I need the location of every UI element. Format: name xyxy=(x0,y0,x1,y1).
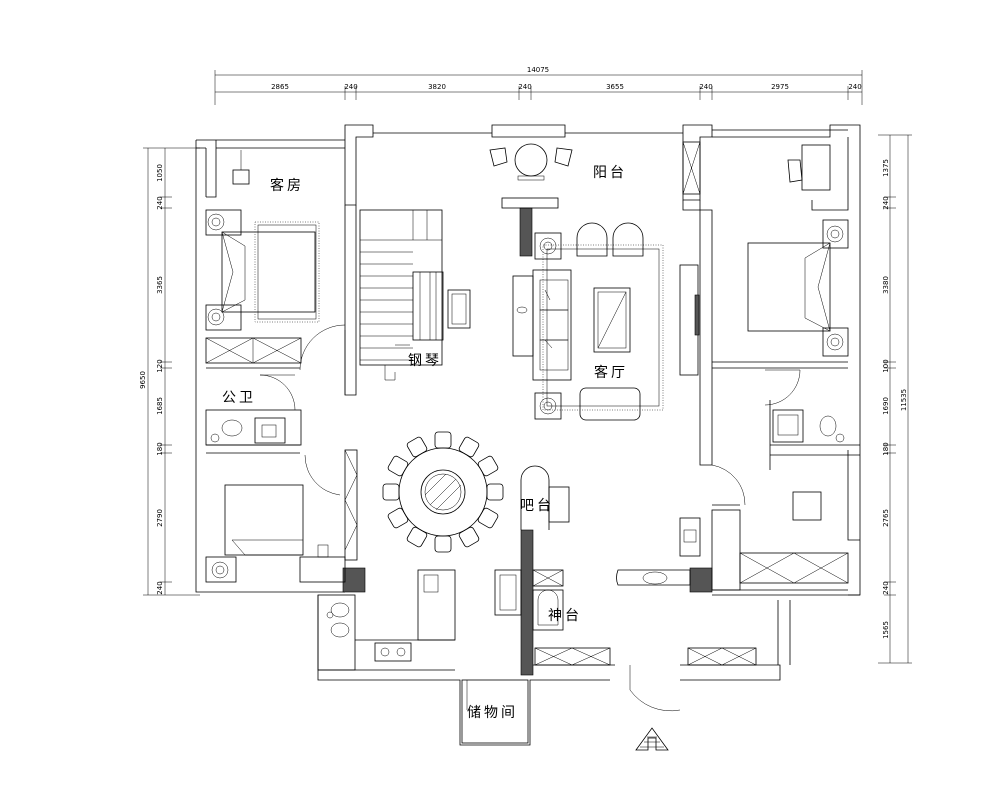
right-bedroom xyxy=(712,144,849,406)
dining-chairs xyxy=(382,431,504,553)
storage-label: 储物间 xyxy=(467,705,518,721)
right-dim-7: 2765 xyxy=(882,509,890,527)
storage xyxy=(461,679,529,744)
top-dim-4: 240 xyxy=(518,83,531,91)
right-dim-2: 240 xyxy=(882,196,890,209)
dining-chair xyxy=(486,483,504,501)
dining-chair xyxy=(458,436,480,458)
top-dim-8: 240 xyxy=(848,83,861,91)
right-dim-8: 240 xyxy=(882,581,890,594)
right-dim-6: 180 xyxy=(882,442,890,455)
top-dimensions: 14075 2865 240 3820 240 3655 240 2975 24… xyxy=(214,66,863,105)
bar-label: 吧台 xyxy=(520,498,554,514)
right-dim-3: 3380 xyxy=(882,276,890,294)
dining-chair xyxy=(434,535,452,553)
left-dim-2: 240 xyxy=(156,196,164,209)
top-dim-1: 2865 xyxy=(271,83,289,91)
left-dim-5: 1685 xyxy=(156,397,164,415)
right-dim-9: 1565 xyxy=(882,621,890,639)
entry xyxy=(629,665,681,751)
shrine-label: 神台 xyxy=(548,608,582,624)
balcony-furniture xyxy=(489,141,701,195)
right-dimensions: 11535 1375 240 3380 100 1690 180 2765 24… xyxy=(878,134,912,664)
left-dim-1: 1050 xyxy=(156,164,164,182)
dining xyxy=(382,431,504,553)
left-dim-7: 2790 xyxy=(156,509,164,527)
dining-chair xyxy=(477,455,499,477)
right-overall-label: 11535 xyxy=(900,389,908,411)
top-dim-6: 240 xyxy=(699,83,712,91)
bar xyxy=(520,465,570,530)
living-room-label: 客厅 xyxy=(594,364,628,381)
right-dim-4: 100 xyxy=(882,359,890,372)
right-bath xyxy=(769,400,860,470)
lower-bedroom xyxy=(205,449,358,583)
dining-chair xyxy=(406,526,428,548)
left-dim-8: 240 xyxy=(156,581,164,594)
public-bath xyxy=(205,367,302,454)
left-overall-label: 9650 xyxy=(139,371,147,389)
dining-chair xyxy=(382,483,400,501)
left-dim-6: 180 xyxy=(156,442,164,455)
top-dim-5: 3655 xyxy=(606,83,624,91)
left-dimensions: 9650 1050 240 3365 120 1685 180 2790 240 xyxy=(139,147,200,596)
piano xyxy=(412,271,471,341)
right-dim-1: 1375 xyxy=(882,159,890,177)
columns xyxy=(342,197,713,676)
left-dim-4: 120 xyxy=(156,359,164,372)
dining-chair xyxy=(477,507,499,529)
stairs xyxy=(359,209,443,381)
dining-chair xyxy=(387,507,409,529)
dining-chair xyxy=(458,526,480,548)
dining-chair xyxy=(434,431,452,449)
room-labels: 客房 阳台 钢琴 客厅 公卫 吧台 神台 储物间 xyxy=(222,165,628,721)
overall-width-label: 14075 xyxy=(527,66,549,74)
balcony-label: 阳台 xyxy=(593,165,627,181)
right-lower-room xyxy=(616,464,849,591)
kitchen xyxy=(317,569,564,671)
top-dim-2: 240 xyxy=(344,83,357,91)
left-dim-3: 3365 xyxy=(156,276,164,294)
shrine xyxy=(532,589,757,666)
living-room-furniture xyxy=(512,222,700,421)
dining-chair xyxy=(387,455,409,477)
public-bath-label: 公卫 xyxy=(222,390,256,406)
guest-room-label: 客房 xyxy=(270,177,304,194)
top-dim-3: 3820 xyxy=(428,83,446,91)
piano-label: 钢琴 xyxy=(408,353,442,369)
top-dim-7: 2975 xyxy=(771,83,789,91)
guest-room xyxy=(205,150,346,395)
dining-chair xyxy=(406,436,428,458)
right-dim-5: 1690 xyxy=(882,397,890,415)
